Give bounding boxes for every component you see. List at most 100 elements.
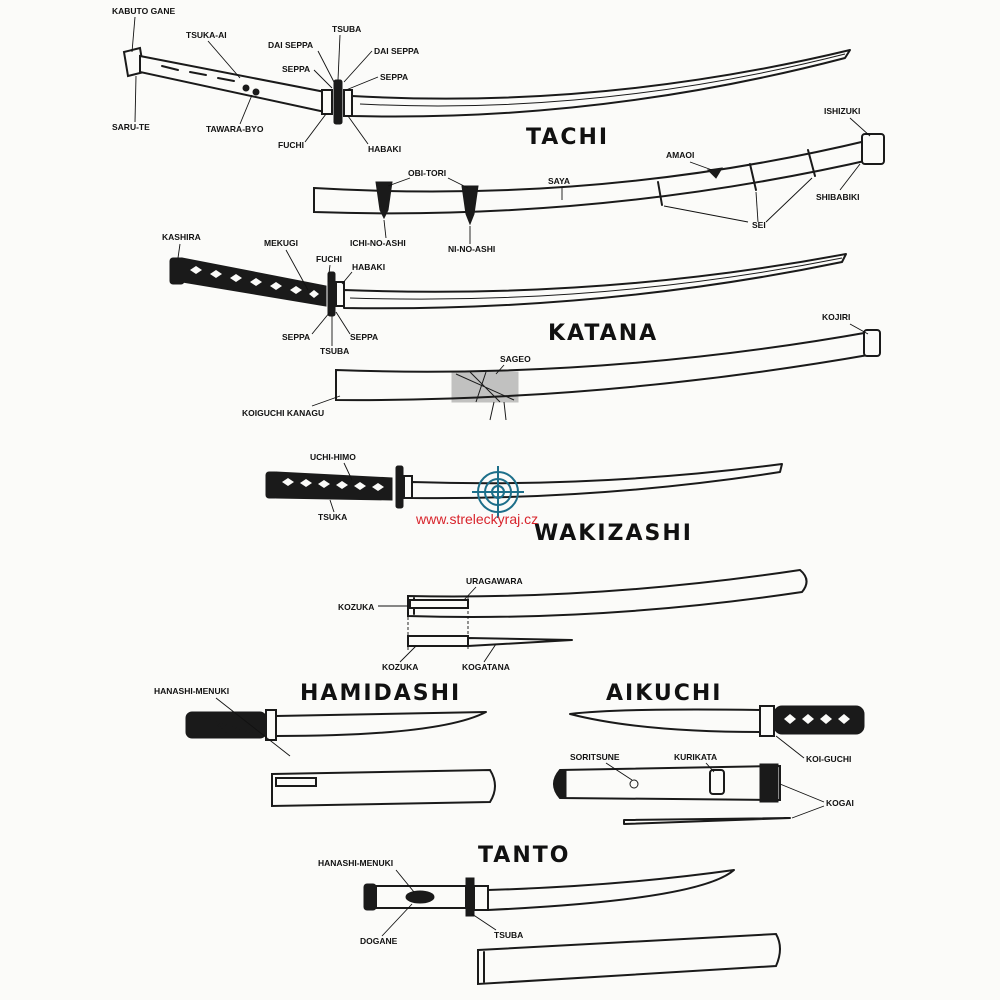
tachi-labels: KABUTO GANE TSUKA-AI DAI SEPPA TSUBA DAI… xyxy=(112,6,871,254)
hamidashi-sword xyxy=(185,709,487,741)
aikuchi-blade xyxy=(569,708,761,733)
aikuchi-labels: AIKUCHI SORITSUNE KURIKATA KOI-GUCHI KOG… xyxy=(570,681,854,819)
label-tsuba-katana: TSUBA xyxy=(320,346,349,356)
tanto-saya xyxy=(477,932,781,986)
tanto-labels: TANTO HANASHI-MENUKI DOGANE TSUBA xyxy=(318,843,568,946)
tachi-ichi-no-ashi xyxy=(375,181,393,220)
label-kabuto-gane: KABUTO GANE xyxy=(112,6,175,16)
hamidashi-kozuka xyxy=(275,777,317,787)
aikuchi-saya-body xyxy=(553,764,781,802)
katana-sword xyxy=(169,253,847,317)
tanto-habaki xyxy=(473,885,489,911)
aikuchi-koiguchi-fitting xyxy=(759,705,775,737)
aikuchi-koi-guchi xyxy=(759,763,779,803)
aikuchi-kogai xyxy=(623,817,791,825)
tanto-kashira xyxy=(363,883,377,911)
label-ni-no-ashi: NI-NO-ASHI xyxy=(448,244,495,254)
label-fuchi-katana: FUCHI xyxy=(316,254,342,264)
katana-labels: KASHIRA MEKUGI FUCHI HABAKI SEPPA SEPPA … xyxy=(162,232,869,418)
label-koi-guchi: KOI-GUCHI xyxy=(806,754,851,764)
label-mekugi: MEKUGI xyxy=(264,238,298,248)
tanto-blade xyxy=(487,869,735,911)
hamidashi-labels: HANASHI-MENUKI HAMIDASHI xyxy=(154,681,461,757)
katana-blade xyxy=(343,253,847,310)
label-kojiri: KOJIRI xyxy=(822,312,850,322)
label-dogane: DOGANE xyxy=(360,936,398,946)
label-kogai: KOGAI xyxy=(826,798,854,808)
hamidashi-blade xyxy=(275,711,487,737)
katana-blade-ridge xyxy=(349,257,843,300)
katana-sageo-tassel xyxy=(489,401,507,421)
tanto-saya-body xyxy=(477,932,781,986)
aikuchi-kojiri xyxy=(553,769,567,799)
tachi-ishizuki xyxy=(861,133,885,165)
title-katana: KATANA xyxy=(548,321,658,346)
label-uragawara: URAGAWARA xyxy=(466,576,523,586)
watermark-text: www.streleckyraj.cz xyxy=(415,511,538,527)
label-saya: SAYA xyxy=(548,176,570,186)
tachi-saya xyxy=(313,133,885,226)
label-seppa-katana-right: SEPPA xyxy=(350,332,378,342)
wakizashi-blade xyxy=(411,463,783,500)
tachi-blade xyxy=(351,49,851,118)
label-sageo: SAGEO xyxy=(500,354,531,364)
label-sei: SEI xyxy=(752,220,766,230)
tachi-handle-mark xyxy=(217,77,235,82)
katana-saya xyxy=(335,329,881,421)
hamidashi-menuki xyxy=(195,713,257,737)
wakizashi-saya-body xyxy=(407,568,808,618)
label-tsuka-ai: TSUKA-AI xyxy=(186,30,227,40)
label-obi-tori: OBI-TORI xyxy=(408,168,446,178)
title-tachi: TACHI xyxy=(526,125,609,150)
label-shibabiki: SHIBABIKI xyxy=(816,192,859,202)
title-hamidashi: HAMIDASHI xyxy=(300,681,461,706)
tachi-amaoi xyxy=(706,167,723,179)
title-aikuchi: AIKUCHI xyxy=(606,681,722,706)
tachi-handle-mark xyxy=(161,65,179,71)
tachi-handle-mark xyxy=(189,71,207,76)
label-tsuba-tachi: TSUBA xyxy=(332,24,361,34)
watermark: www.streleckyraj.cz xyxy=(415,466,538,527)
kogatana-blade xyxy=(467,637,573,647)
label-habaki-tachi: HABAKI xyxy=(368,144,401,154)
aikuchi-soritsune xyxy=(629,779,639,789)
label-dai-seppa-right: DAI SEPPA xyxy=(374,46,419,56)
label-dai-seppa-left: DAI SEPPA xyxy=(268,40,313,50)
label-tsuka: TSUKA xyxy=(318,512,347,522)
label-seppa-katana-left: SEPPA xyxy=(282,332,310,342)
aikuchi-handle xyxy=(773,705,865,735)
wakizashi-handle-diamonds xyxy=(282,478,384,491)
katana-tsuba xyxy=(327,271,336,317)
label-amaoi: AMAOI xyxy=(666,150,694,160)
tachi-sei-band xyxy=(749,163,757,191)
label-tsuba-tanto: TSUBA xyxy=(494,930,523,940)
label-ichi-no-ashi: ICHI-NO-ASHI xyxy=(350,238,406,248)
tachi-blade-ridge xyxy=(359,53,846,107)
katana-kojiri xyxy=(863,329,881,357)
label-saru-te: SARU-TE xyxy=(112,122,150,132)
tachi-sword xyxy=(122,46,851,125)
tanto-tsuba xyxy=(465,877,475,917)
label-kurikata: KURIKATA xyxy=(674,752,717,762)
aikuchi-kurikata xyxy=(709,769,725,795)
katana-handle-diamonds xyxy=(190,266,319,298)
label-kozuka-bottom: KOZUKA xyxy=(382,662,418,672)
wakizashi-kozuka-inset xyxy=(409,599,469,609)
aikuchi-sword xyxy=(569,705,865,737)
label-koiguchi-kanagu: KOIGUCHI KANAGU xyxy=(242,408,324,418)
label-tawara-byo: TAWARA-BYO xyxy=(206,124,264,134)
wakizashi-handle xyxy=(275,471,393,501)
wakizashi-habaki xyxy=(403,475,413,499)
hamidashi-habaki xyxy=(265,709,277,741)
hamidashi-saya-body xyxy=(271,768,496,808)
watermark-target-icon xyxy=(472,466,524,518)
tachi-ni-no-ashi xyxy=(461,185,479,226)
wakizashi-saya xyxy=(407,568,808,650)
label-seppa-tachi-left: SEPPA xyxy=(282,64,310,74)
label-soritsune: SORITSUNE xyxy=(570,752,620,762)
label-uchi-himo: UCHI-HIMO xyxy=(310,452,356,462)
wakizashi-sword xyxy=(265,463,783,509)
tanto-menuki xyxy=(405,890,435,904)
